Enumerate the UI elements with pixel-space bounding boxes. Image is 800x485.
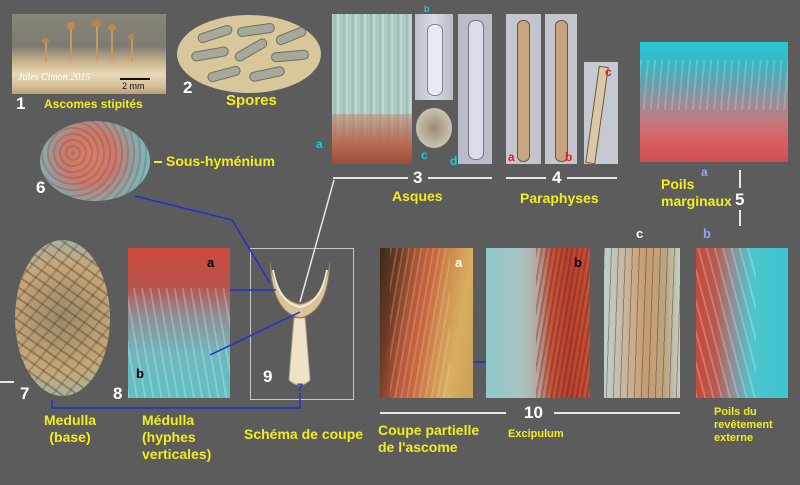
photo-coupe-a [380, 248, 473, 398]
figure-number-8: 8 [113, 384, 123, 403]
connector-base [51, 393, 301, 409]
letter-3d: d [450, 154, 458, 168]
letter-4a: a [508, 150, 515, 164]
label-coupe: Coupe partielle de l'ascome [378, 422, 480, 455]
figure-number-4: 4 [552, 168, 562, 187]
letter-5a: a [701, 165, 708, 179]
figure-number-7: 7 [20, 384, 30, 403]
letter-8a: a [207, 255, 215, 270]
photo-asques-d [458, 14, 492, 164]
photo-paraphyses-c [584, 62, 618, 164]
photo-asques-c [416, 108, 452, 148]
label-asques: Asques [392, 188, 443, 204]
connector-sous-hymenium [134, 195, 271, 284]
letter-3a: a [316, 137, 323, 151]
scale-bar [120, 78, 150, 80]
rule-10-right [554, 412, 680, 414]
photo-credit: Jules Cimon 2015 [18, 72, 91, 83]
photo-paraphyses-a [506, 14, 541, 164]
label-medulla-verticale: Médulla (hyphes verticales) [142, 412, 212, 462]
letter-3b: b [424, 4, 430, 14]
photo-medulla-verticale [128, 248, 230, 398]
photo-asques-a [332, 14, 412, 164]
letter-4c: c [605, 65, 612, 79]
rule-3-left [333, 177, 408, 179]
letter-10b: b [574, 255, 582, 270]
photo-poils-marginaux [640, 42, 788, 162]
photo-coupe-c [604, 248, 680, 398]
photo-sous-hymenium [40, 121, 150, 201]
figure-number-6: 6 [36, 178, 46, 197]
photo-coupe-b [486, 248, 590, 398]
letter-10c: c [636, 226, 644, 241]
label-poils-revetement: Poils du revêtement externe [714, 406, 773, 444]
scale-label: 2 mm [122, 81, 145, 91]
label-schema: Schéma de coupe [244, 426, 364, 442]
rule-5-top [739, 170, 741, 188]
photo-spores [177, 15, 321, 93]
label-spores: Spores [226, 92, 277, 109]
schema-cup [269, 261, 331, 319]
label-ascomes: Ascomes stipités [44, 97, 143, 111]
photo-medulla-base [15, 240, 110, 396]
letter-8b: b [136, 366, 144, 381]
rule-4-right [567, 177, 617, 179]
label-paraphyses: Paraphyses [520, 190, 599, 206]
letter-10a: a [455, 255, 463, 270]
rule-4-left [506, 177, 546, 179]
connector-medulla-b [209, 311, 301, 356]
figure-number-5: 5 [735, 190, 745, 209]
label-medulla-base: Medulla (base) [43, 412, 97, 445]
figure-number-1: 1 [16, 94, 26, 113]
rule-5-bottom [739, 210, 741, 226]
letter-4b: b [565, 150, 573, 164]
photo-asques-b [415, 14, 453, 100]
letter-3c: c [421, 148, 428, 162]
schema-stipe [288, 317, 311, 386]
figure-number-9: 9 [263, 367, 273, 386]
label-excipulum: Excipulum [508, 428, 564, 440]
photo-ascomes: Jules Cimon 2015 2 mm [12, 14, 166, 94]
sous-hymenium-tick [154, 161, 162, 163]
rule-3-right [428, 177, 492, 179]
photo-paraphyses-b [545, 14, 577, 164]
figure-number-2: 2 [183, 78, 193, 97]
letter-schema-7: 7 [297, 382, 304, 394]
leader-asques [299, 179, 335, 303]
letter-5b: b [703, 226, 711, 241]
rule-7 [0, 381, 14, 383]
schema-frame [250, 248, 354, 400]
photo-poils-revetement [696, 248, 788, 398]
label-poils-marginaux: Poils marginaux [661, 176, 732, 209]
label-sous-hymenium: Sous-hyménium [166, 153, 275, 169]
rule-10-left [380, 412, 506, 414]
figure-number-10: 10 [524, 403, 543, 422]
figure-number-3: 3 [413, 168, 423, 187]
